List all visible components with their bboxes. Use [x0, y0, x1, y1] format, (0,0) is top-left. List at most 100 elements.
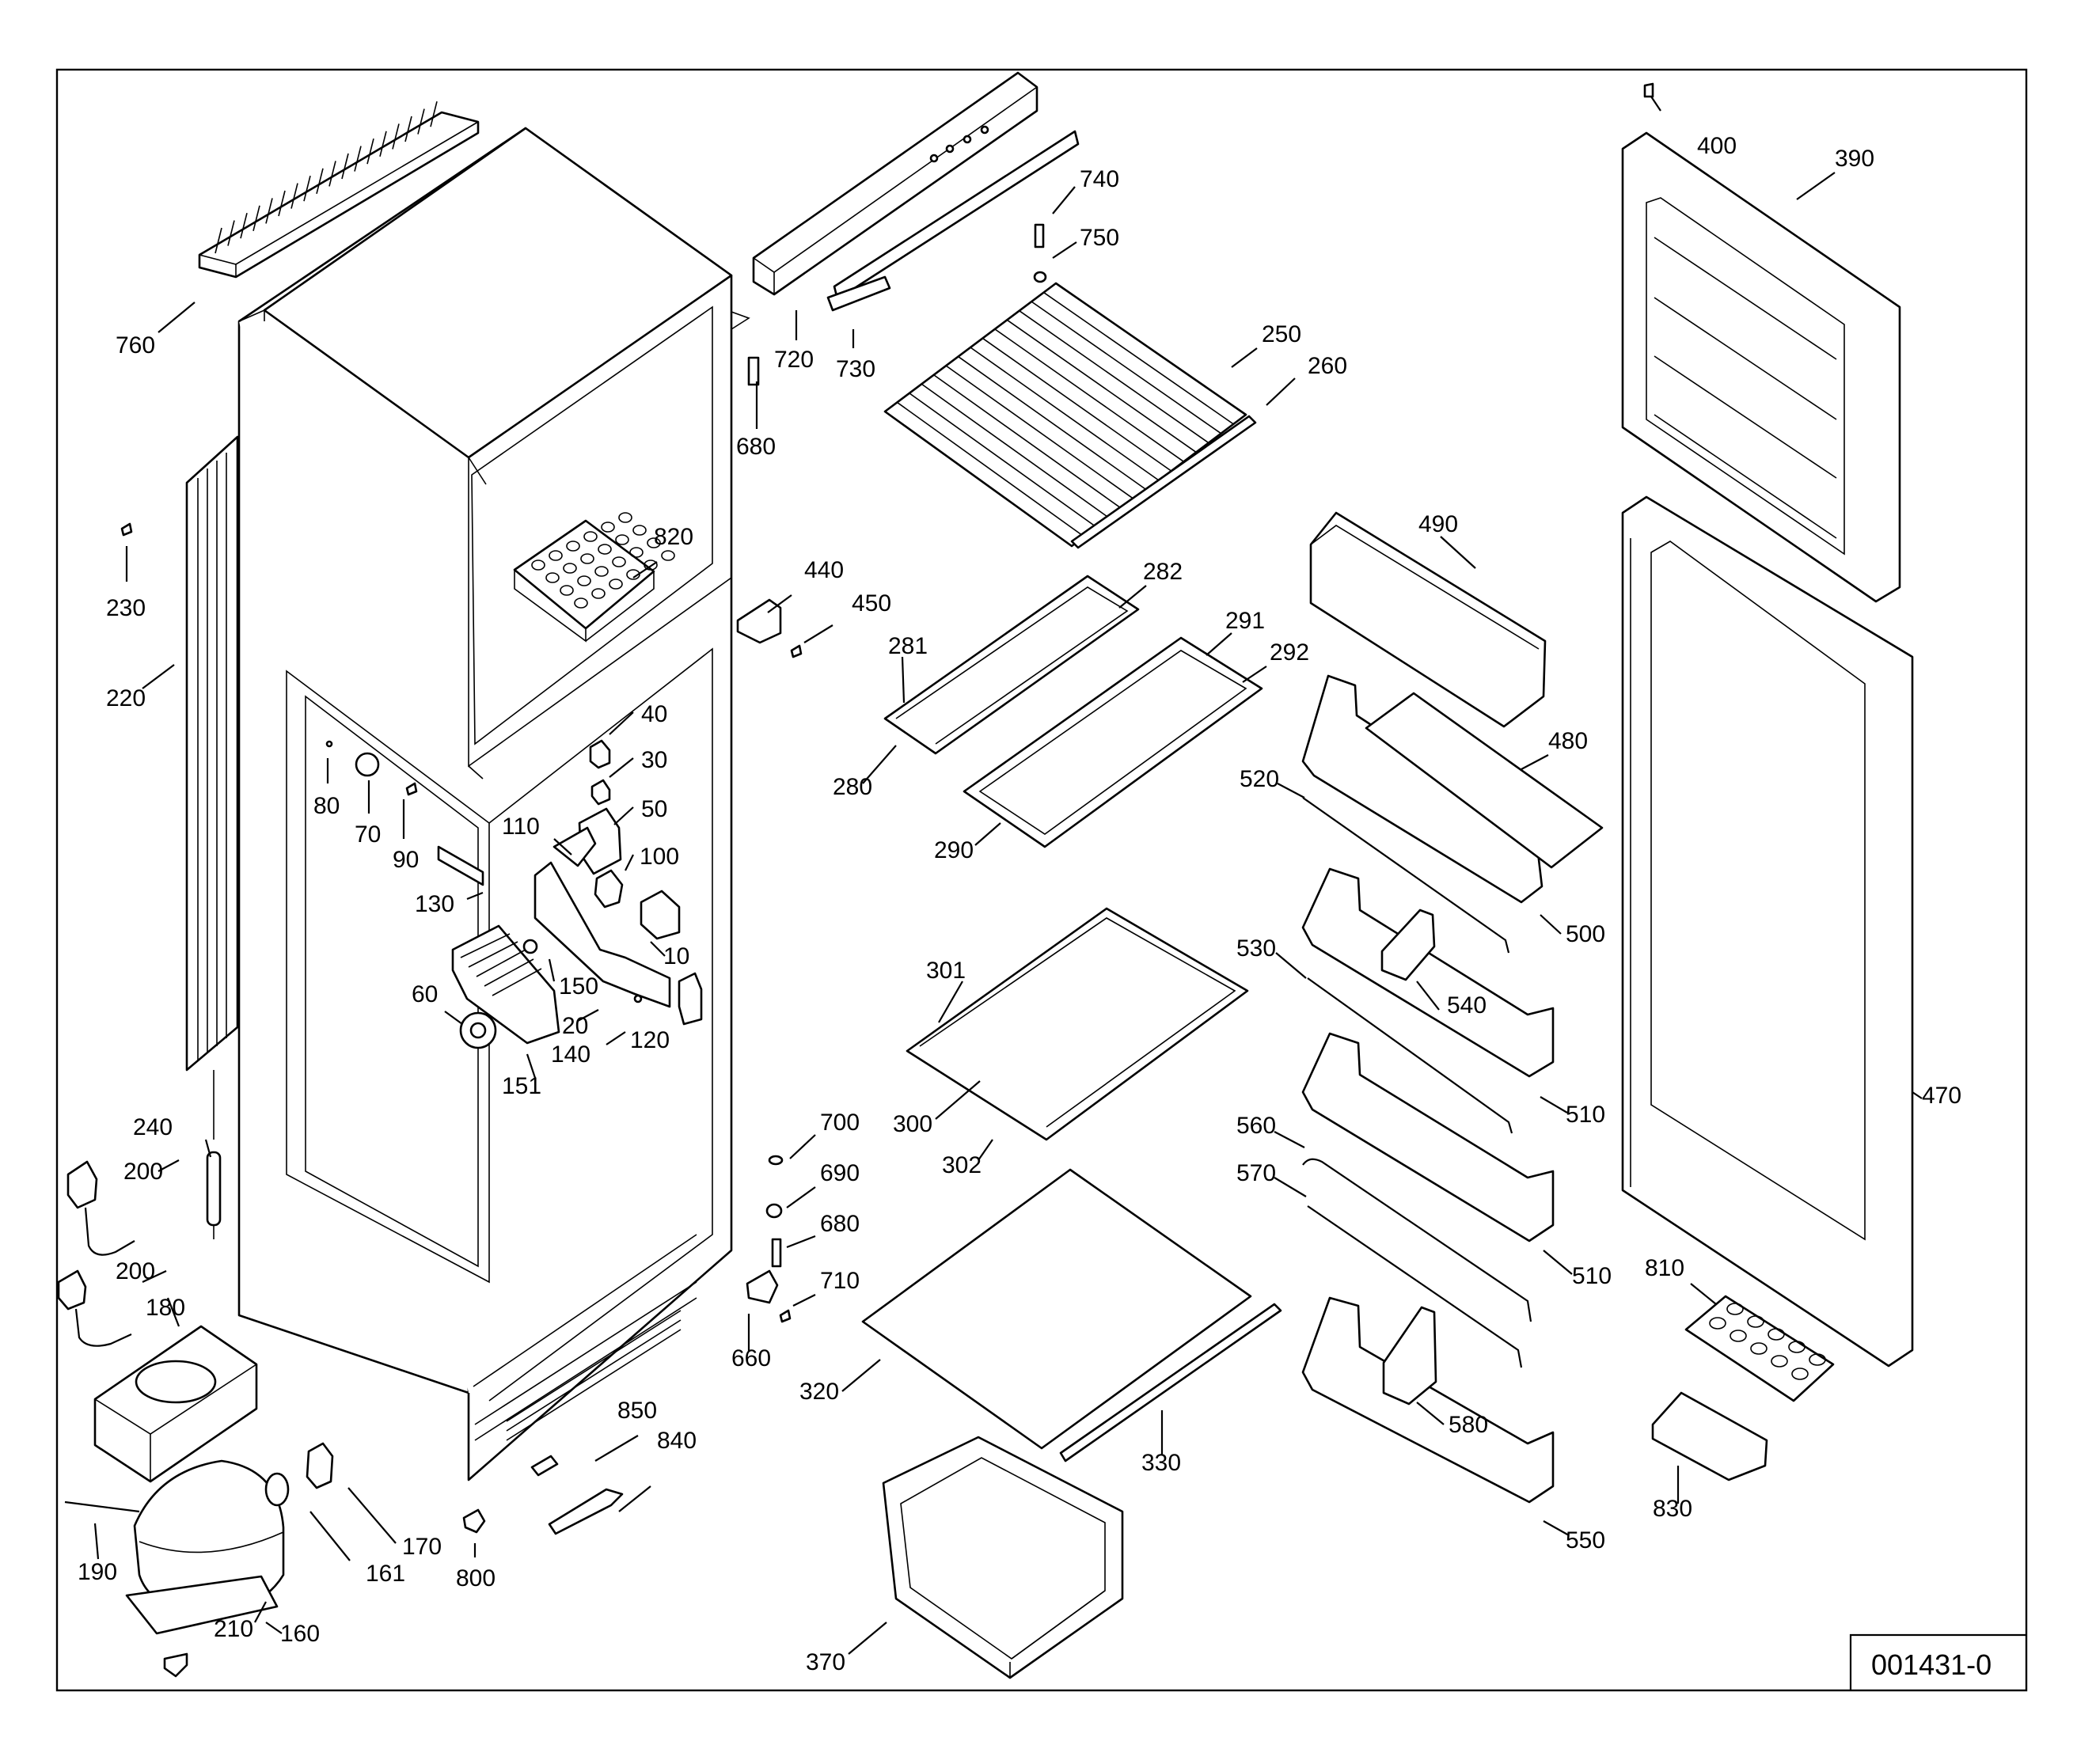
callout-label: 290: [934, 837, 974, 863]
part-label-plate: [530, 1455, 624, 1535]
callout-label: 820: [654, 524, 693, 550]
drawing-line: [1019, 310, 1209, 444]
leader-line: [1242, 666, 1267, 683]
drawing-line: [417, 108, 425, 135]
leader-line: [93, 1523, 100, 1560]
ice-cube-cell: [594, 566, 609, 577]
ice-cube-cell: [531, 560, 545, 571]
drawing-line: [430, 101, 438, 127]
part-cabinet: [237, 127, 750, 1481]
part-screws-left: [120, 522, 418, 796]
part-glass-shelf-upper: [883, 575, 1140, 755]
drawing-number: 001431-0: [1871, 1648, 1992, 1681]
leader-line: [767, 594, 792, 613]
callout-label: 291: [1225, 608, 1265, 634]
callout-label: 301: [926, 958, 966, 984]
part-bin-rods: [1302, 797, 1532, 1368]
callout-label: 282: [1143, 559, 1183, 585]
ice-cube-cell: [591, 588, 606, 599]
leader-line: [974, 822, 1001, 846]
callout-label: 70: [355, 821, 381, 848]
ice-cube-cell: [632, 525, 647, 536]
drawing-line: [392, 123, 400, 150]
leader-line: [553, 838, 572, 855]
ice-cube-cell: [577, 575, 591, 586]
callout-label: 530: [1236, 935, 1276, 962]
ice-cube-cell: [629, 547, 644, 558]
part-light-cover: [826, 275, 891, 312]
callout-label: 190: [78, 1559, 117, 1585]
callout-label: 680: [820, 1211, 860, 1237]
callout-label: 260: [1308, 353, 1347, 379]
egg-cell: [1809, 1353, 1826, 1366]
leader-line: [613, 806, 634, 825]
egg-cell: [1768, 1328, 1785, 1341]
ice-cube-cell: [598, 544, 612, 555]
callout-label: 450: [852, 590, 891, 616]
callout-label: 320: [799, 1379, 839, 1405]
leader-line: [935, 1080, 981, 1120]
leader-line: [1521, 754, 1549, 770]
leader-line: [606, 1031, 626, 1045]
egg-cell: [1750, 1342, 1768, 1355]
callout-label: 50: [641, 796, 667, 822]
callout-label: 292: [1270, 639, 1309, 666]
leader-line: [594, 1435, 639, 1462]
drawing-line: [379, 131, 387, 157]
callout-label: 370: [806, 1649, 845, 1675]
leader-line: [1690, 1283, 1717, 1305]
part-freezer-door: [1621, 82, 1901, 603]
drawing-line: [933, 374, 1122, 510]
callout-label: 720: [774, 347, 814, 373]
ice-cube-cell: [601, 522, 615, 533]
leader-line: [1912, 1091, 1923, 1099]
egg-cell: [1791, 1368, 1809, 1380]
leader-line: [142, 664, 175, 689]
part-control-cluster: [325, 739, 703, 1049]
callout-label: 250: [1262, 321, 1301, 347]
leader-line: [548, 958, 556, 982]
drawing-line: [1043, 291, 1234, 425]
part-relay: [264, 1442, 334, 1507]
leader-line: [1266, 377, 1296, 406]
ice-cube-cell: [612, 556, 626, 567]
leader-line: [786, 1186, 816, 1208]
callout-label: 330: [1141, 1450, 1181, 1476]
callout-label: 160: [280, 1621, 320, 1647]
part-door-bin-middle-2: [1301, 1032, 1555, 1242]
drawing-line: [921, 383, 1110, 519]
drawing-line: [982, 337, 1172, 472]
callout-label: 60: [412, 981, 438, 1007]
callout-label: 520: [1240, 766, 1279, 792]
callout-label: 480: [1548, 728, 1588, 754]
leader-line: [1206, 632, 1232, 656]
drawing-line: [316, 168, 324, 194]
callout-label: 740: [1080, 166, 1119, 192]
callout-label: 730: [836, 356, 875, 382]
part-crisper-drawer: [882, 1436, 1124, 1679]
leader-line: [1543, 1250, 1573, 1275]
leader-line: [862, 745, 897, 784]
leader-line: [204, 1139, 212, 1158]
egg-cell: [1788, 1341, 1806, 1353]
drawing-line: [328, 161, 336, 187]
leader-line: [938, 981, 963, 1023]
egg-cell: [1747, 1315, 1764, 1328]
leader-line: [609, 757, 634, 778]
callout-label: 40: [641, 701, 667, 727]
leader-line: [158, 1159, 180, 1172]
ice-cube-cell: [647, 537, 661, 548]
callout-label: 280: [833, 774, 872, 800]
leader-line: [577, 1009, 599, 1022]
callout-label: 750: [1080, 225, 1119, 251]
drawing-line: [945, 365, 1135, 500]
callout-label: 210: [214, 1616, 253, 1642]
callout-label: 150: [559, 973, 598, 1000]
drawing-line: [909, 393, 1097, 528]
drawing-line: [303, 176, 311, 202]
callout-label: 510: [1566, 1102, 1605, 1128]
part-compressor-box: [93, 1325, 258, 1483]
ice-cube-cell: [583, 531, 598, 542]
part-crisper-cover: [861, 1168, 1282, 1462]
callout-label: 100: [640, 844, 679, 870]
